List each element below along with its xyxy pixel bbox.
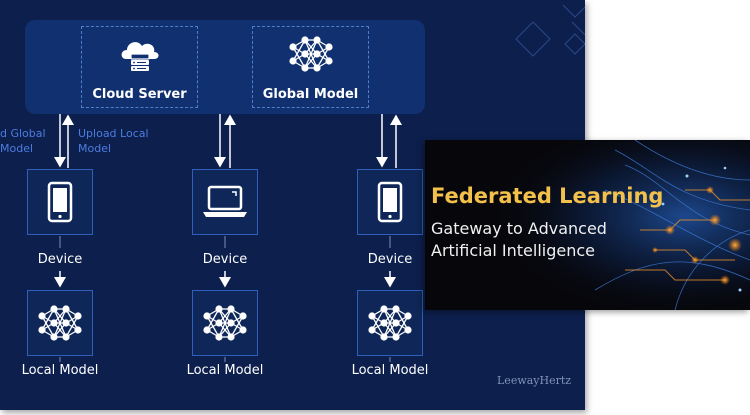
- laptop-icon: [201, 184, 249, 220]
- banner-subtitle: Gateway to Advanced Artificial Intellige…: [431, 218, 607, 262]
- phone-icon: [47, 181, 73, 223]
- banner-title: Federated Learning: [431, 184, 663, 208]
- upload-local-model-label: Upload Local Model: [78, 126, 149, 156]
- cloud-server-label: Cloud Server: [81, 87, 198, 102]
- local-model-label-2: Local Model: [165, 363, 285, 378]
- device-box-3: [357, 169, 423, 235]
- device-box-1: [27, 169, 93, 235]
- local-model-label-1: Local Model: [0, 363, 120, 378]
- global-model-label: Global Model: [252, 87, 369, 102]
- neural-network-icon: [37, 304, 83, 342]
- device-label-2: Device: [175, 252, 275, 267]
- local-model-box-3: [357, 290, 423, 356]
- neural-network-icon: [367, 304, 413, 342]
- title-banner: Federated Learning Gateway to Advanced A…: [425, 140, 750, 310]
- local-model-box-2: [192, 290, 258, 356]
- local-model-box-1: [27, 290, 93, 356]
- neural-network-icon: [288, 35, 334, 73]
- brand-watermark: LeewayHertz: [497, 374, 571, 387]
- cloud-server-icon: [118, 37, 162, 73]
- download-global-model-label: d Global Model: [0, 126, 46, 156]
- decorative-diamonds: [516, 5, 585, 56]
- banner-subtitle-line-1: Gateway to Advanced: [431, 218, 607, 240]
- neural-network-icon: [202, 304, 248, 342]
- banner-subtitle-line-2: Artificial Intelligence: [431, 240, 607, 262]
- device-label-1: Device: [10, 252, 110, 267]
- local-model-label-3: Local Model: [330, 363, 450, 378]
- phone-icon: [377, 181, 403, 223]
- device-box-2: [192, 169, 258, 235]
